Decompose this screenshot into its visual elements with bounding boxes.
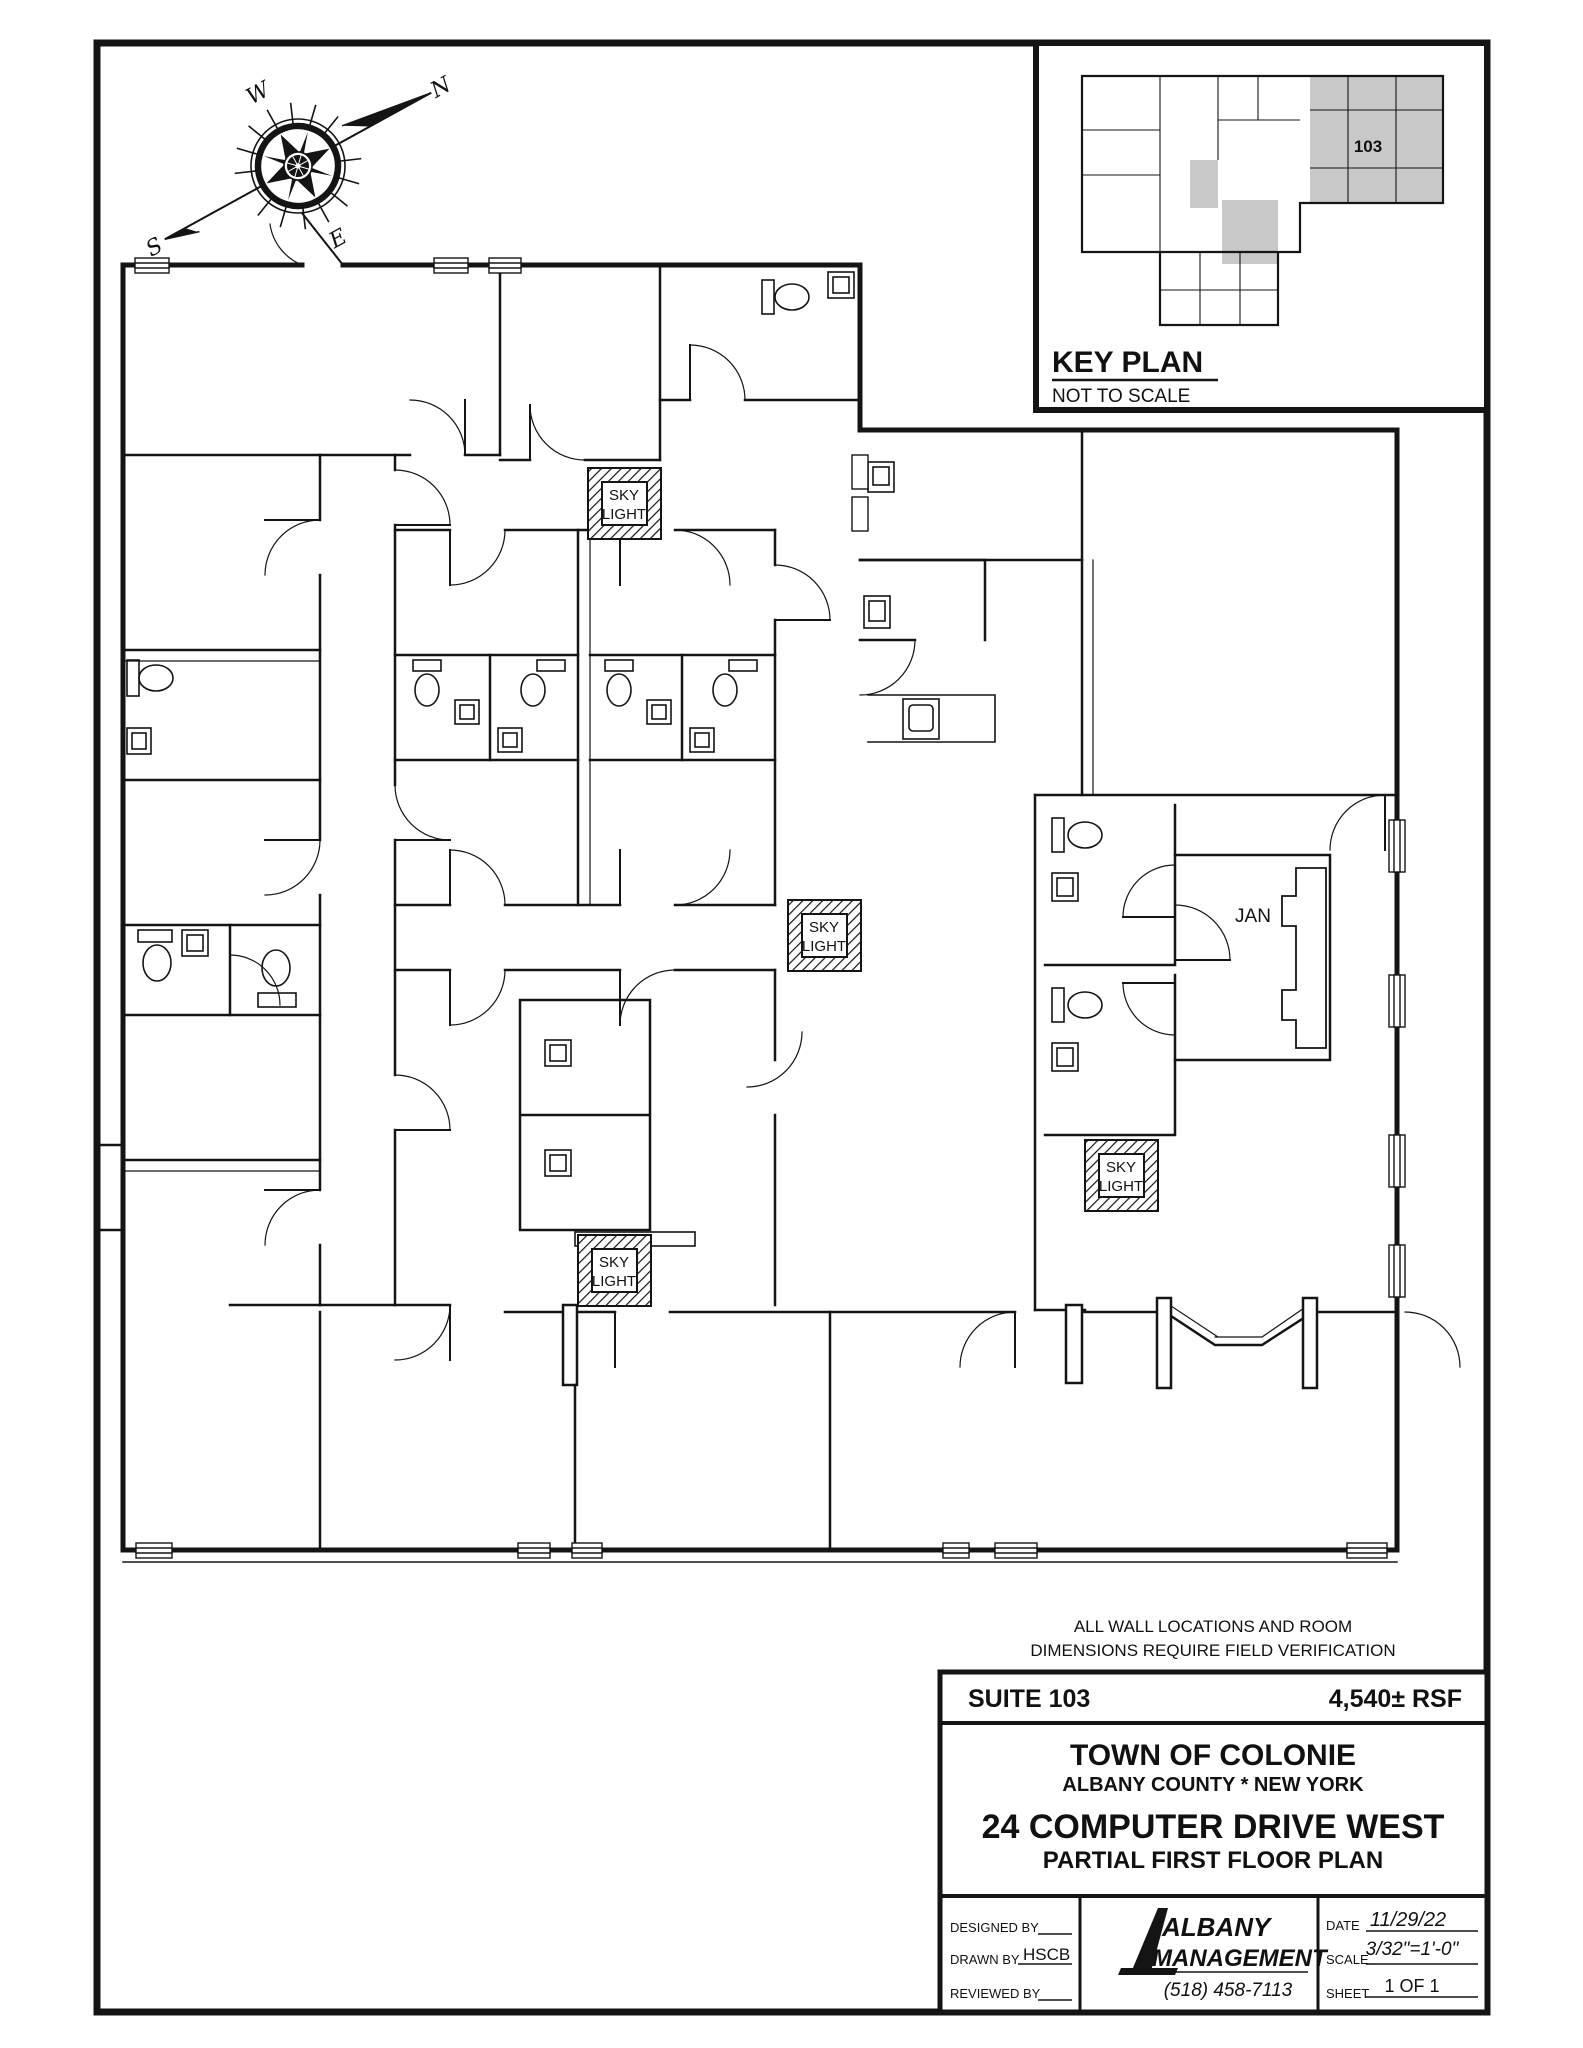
area-label: 4,540± RSF — [1329, 1685, 1462, 1713]
skylight-label: SKY — [1106, 1159, 1136, 1176]
compass-east-label: E — [324, 224, 351, 254]
scale-label: SCALE — [1326, 1952, 1369, 1967]
street-address: 24 COMPUTER DRIVE WEST — [982, 1808, 1445, 1846]
company-line2: MANAGEMENT — [1152, 1945, 1329, 1972]
skylight-2: SKY LIGHT — [787, 899, 862, 972]
suite-label: SUITE 103 — [968, 1685, 1090, 1713]
skylight-label: SKY — [809, 919, 839, 936]
scale-value: 3/32"=1'-0" — [1366, 1939, 1460, 1960]
compass-north-label: N — [426, 72, 456, 104]
company-phone: (518) 458-7113 — [1164, 1980, 1293, 2001]
compass-rose: N S W E — [142, 72, 456, 262]
skylight-1: SKY LIGHT — [587, 467, 662, 540]
title-block: SUITE 103 4,540± RSF TOWN OF COLONIE ALB… — [937, 1669, 1490, 2015]
skylight-label: LIGHT — [602, 506, 646, 523]
floor-plan — [97, 211, 1461, 1563]
key-plan-subtitle: NOT TO SCALE — [1052, 386, 1190, 407]
designed-by-label: DESIGNED BY — [950, 1920, 1039, 1935]
drawn-by-value: HSCB — [1023, 1945, 1070, 1964]
reviewed-by-label: REVIEWED BY — [950, 1986, 1041, 2001]
municipality: TOWN OF COLONIE — [1070, 1739, 1356, 1772]
skylight-4: SKY LIGHT — [577, 1234, 652, 1307]
company-line1: ALBANY — [1161, 1912, 1273, 1942]
compass-west-label: W — [242, 76, 276, 110]
note-line-2: DIMENSIONS REQUIRE FIELD VERIFICATION — [1030, 1641, 1395, 1660]
jan-room-label: JAN — [1235, 906, 1271, 927]
skylight-label: LIGHT — [592, 1273, 636, 1290]
general-notes: ALL WALL LOCATIONS AND ROOM DIMENSIONS R… — [1030, 1617, 1395, 1660]
skylights: SKY LIGHT SKY LIGHT SKY LIGHT SKY LIGHT — [577, 467, 1159, 1307]
key-plan-suite-number: 103 — [1354, 137, 1382, 156]
company-logo: ALBANY MANAGEMENT (518) 458-7113 — [1118, 1908, 1329, 2001]
sheet-label: SHEET — [1326, 1986, 1369, 2001]
key-plan-title: KEY PLAN — [1052, 346, 1203, 379]
key-plan: 103 KEY PLAN NOT TO SCALE — [1033, 40, 1490, 413]
skylight-label: SKY — [609, 487, 639, 504]
date-label: DATE — [1326, 1918, 1360, 1933]
skylight-label: LIGHT — [802, 938, 846, 955]
skylight-3: SKY LIGHT — [1084, 1139, 1159, 1212]
skylight-label: LIGHT — [1099, 1178, 1143, 1195]
date-value: 11/29/22 — [1370, 1909, 1446, 1931]
note-line-1: ALL WALL LOCATIONS AND ROOM — [1074, 1617, 1352, 1636]
plan-title: PARTIAL FIRST FLOOR PLAN — [1043, 1847, 1383, 1874]
sheet-value: 1 OF 1 — [1384, 1976, 1439, 1996]
county-line: ALBANY COUNTY * NEW YORK — [1062, 1774, 1364, 1796]
page-border — [93, 39, 1491, 2016]
drawn-by-label: DRAWN BY — [950, 1952, 1020, 1967]
skylight-label: SKY — [599, 1254, 629, 1271]
